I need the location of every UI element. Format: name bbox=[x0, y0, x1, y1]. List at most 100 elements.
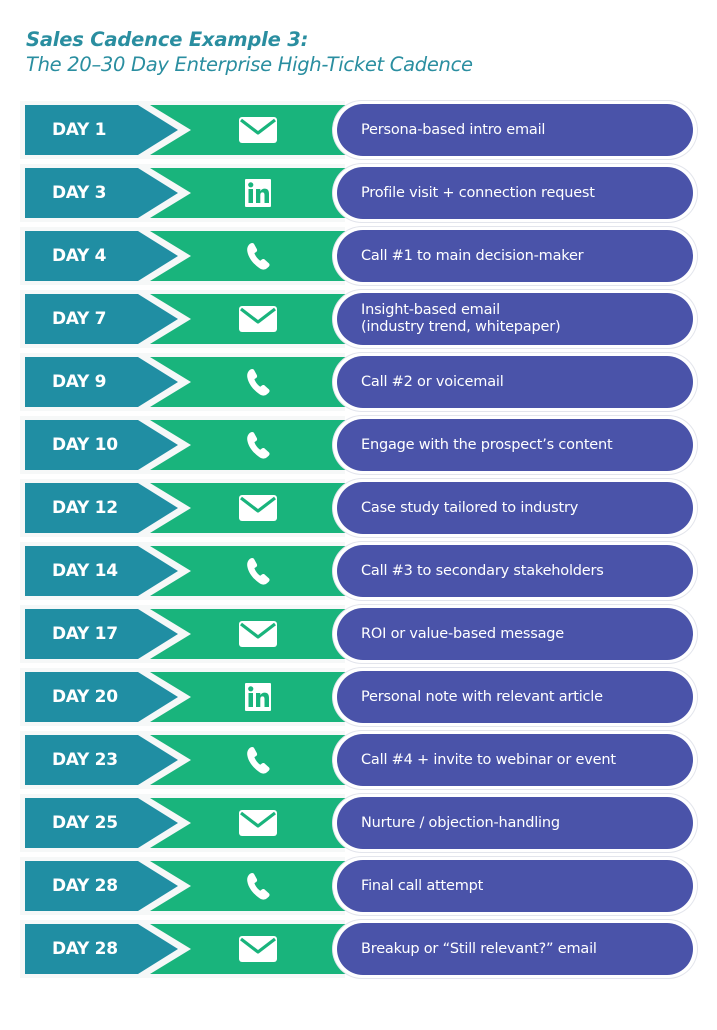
day-arrow-shape bbox=[25, 609, 178, 659]
step-pill: Insight-based email (industry trend, whi… bbox=[333, 290, 697, 348]
channel-block bbox=[148, 546, 348, 596]
title-subtitle: The 20–30 Day Enterprise High-Ticket Cad… bbox=[26, 52, 473, 76]
channel-block bbox=[148, 294, 348, 344]
step-pill: Personal note with relevant article bbox=[333, 668, 697, 726]
step-action-text: Persona-based intro email bbox=[361, 121, 546, 138]
step-action-text: Breakup or “Still relevant?” email bbox=[361, 940, 597, 957]
step-pill: Case study tailored to industry bbox=[333, 479, 697, 537]
step-pill: ROI or value-based message bbox=[333, 605, 697, 663]
phone-icon bbox=[238, 557, 278, 585]
day-label: DAY 23 bbox=[52, 750, 118, 770]
step-pill: Nurture / objection-handling bbox=[333, 794, 697, 852]
cadence-row-14: DAY 28 Breakup or “Still relevant?” emai… bbox=[0, 920, 717, 978]
step-pill: Call #4 + invite to webinar or event bbox=[333, 731, 697, 789]
day-block: DAY 14 bbox=[25, 546, 185, 596]
phone-icon bbox=[238, 242, 278, 270]
day-arrow-shape bbox=[25, 861, 178, 911]
step-pill: Engage with the prospect’s content bbox=[333, 416, 697, 474]
channel-block bbox=[148, 168, 348, 218]
cadence-row-9: DAY 17 ROI or value-based message bbox=[0, 605, 717, 663]
day-label: DAY 28 bbox=[52, 876, 118, 896]
day-block: DAY 4 bbox=[25, 231, 185, 281]
phone-icon bbox=[238, 872, 278, 900]
day-label: DAY 3 bbox=[52, 183, 107, 203]
step-pill: Call #1 to main decision-maker bbox=[333, 227, 697, 285]
step-action-text: Call #3 to secondary stakeholders bbox=[361, 562, 604, 579]
phone-icon bbox=[238, 746, 278, 774]
step-action-text: Personal note with relevant article bbox=[361, 688, 603, 705]
day-block: DAY 28 bbox=[25, 861, 185, 911]
day-arrow-shape bbox=[25, 168, 178, 218]
day-label: DAY 7 bbox=[52, 309, 107, 329]
day-block: DAY 23 bbox=[25, 735, 185, 785]
channel-block bbox=[148, 105, 348, 155]
phone-icon bbox=[238, 431, 278, 459]
day-arrow-shape bbox=[25, 420, 178, 470]
cadence-row-13: DAY 28 Final call attempt bbox=[0, 857, 717, 915]
step-pill: Call #2 or voicemail bbox=[333, 353, 697, 411]
step-action-text: Case study tailored to industry bbox=[361, 499, 579, 516]
day-block: DAY 12 bbox=[25, 483, 185, 533]
day-block: DAY 20 bbox=[25, 672, 185, 722]
cadence-row-11: DAY 23 Call #4 + invite to webinar or ev… bbox=[0, 731, 717, 789]
day-block: DAY 3 bbox=[25, 168, 185, 218]
step-action-text: Profile visit + connection request bbox=[361, 184, 595, 201]
cadence-row-2: DAY 3 Profile visit + connection request bbox=[0, 164, 717, 222]
day-arrow-shape bbox=[25, 924, 178, 974]
step-action-text: Nurture / objection-handling bbox=[361, 814, 560, 831]
day-arrow-shape bbox=[25, 546, 178, 596]
channel-block bbox=[148, 798, 348, 848]
day-label: DAY 20 bbox=[52, 687, 118, 707]
cadence-row-5: DAY 9 Call #2 or voicemail bbox=[0, 353, 717, 411]
cadence-row-3: DAY 4 Call #1 to main decision-maker bbox=[0, 227, 717, 285]
day-arrow-shape bbox=[25, 357, 178, 407]
day-block: DAY 28 bbox=[25, 924, 185, 974]
step-action-text: Engage with the prospect’s content bbox=[361, 436, 613, 453]
day-block: DAY 10 bbox=[25, 420, 185, 470]
step-action-text: ROI or value-based message bbox=[361, 625, 564, 642]
day-arrow-shape bbox=[25, 294, 178, 344]
step-pill: Breakup or “Still relevant?” email bbox=[333, 920, 697, 978]
step-pill: Final call attempt bbox=[333, 857, 697, 915]
day-block: DAY 9 bbox=[25, 357, 185, 407]
channel-block bbox=[148, 924, 348, 974]
step-action-text: Call #2 or voicemail bbox=[361, 373, 504, 390]
day-arrow-shape bbox=[25, 231, 178, 281]
cadence-row-7: DAY 12 Case study tailored to industry bbox=[0, 479, 717, 537]
channel-block bbox=[148, 861, 348, 911]
channel-block bbox=[148, 672, 348, 722]
diagram-title: Sales Cadence Example 3: The 20–30 Day E… bbox=[26, 30, 473, 74]
channel-block bbox=[148, 420, 348, 470]
cadence-row-6: DAY 10 Engage with the prospect’s conten… bbox=[0, 416, 717, 474]
day-block: DAY 1 bbox=[25, 105, 185, 155]
day-block: DAY 17 bbox=[25, 609, 185, 659]
cadence-row-10: DAY 20 Personal note with relevant artic… bbox=[0, 668, 717, 726]
day-label: DAY 9 bbox=[52, 372, 107, 392]
day-label: DAY 4 bbox=[52, 246, 107, 266]
cadence-row-4: DAY 7 Insight-based email (industry tren… bbox=[0, 290, 717, 348]
envelope-icon bbox=[238, 809, 278, 837]
day-arrow-shape bbox=[25, 735, 178, 785]
linkedin-icon bbox=[238, 179, 278, 207]
envelope-icon bbox=[238, 935, 278, 963]
cadence-row-1: DAY 1 Persona-based intro email bbox=[0, 101, 717, 159]
day-label: DAY 10 bbox=[52, 435, 118, 455]
channel-block bbox=[148, 483, 348, 533]
step-pill: Profile visit + connection request bbox=[333, 164, 697, 222]
channel-block bbox=[148, 231, 348, 281]
day-label: DAY 28 bbox=[52, 939, 118, 959]
title-main: Sales Cadence Example 3: bbox=[26, 28, 309, 51]
envelope-icon bbox=[238, 116, 278, 144]
channel-block bbox=[148, 735, 348, 785]
envelope-icon bbox=[238, 620, 278, 648]
cadence-row-8: DAY 14 Call #3 to secondary stakeholders bbox=[0, 542, 717, 600]
day-label: DAY 12 bbox=[52, 498, 118, 518]
day-label: DAY 14 bbox=[52, 561, 118, 581]
cadence-row-12: DAY 25 Nurture / objection-handling bbox=[0, 794, 717, 852]
day-block: DAY 7 bbox=[25, 294, 185, 344]
envelope-icon bbox=[238, 494, 278, 522]
step-action-text: Call #1 to main decision-maker bbox=[361, 247, 584, 264]
day-arrow-shape bbox=[25, 483, 178, 533]
phone-icon bbox=[238, 368, 278, 396]
linkedin-icon bbox=[238, 683, 278, 711]
